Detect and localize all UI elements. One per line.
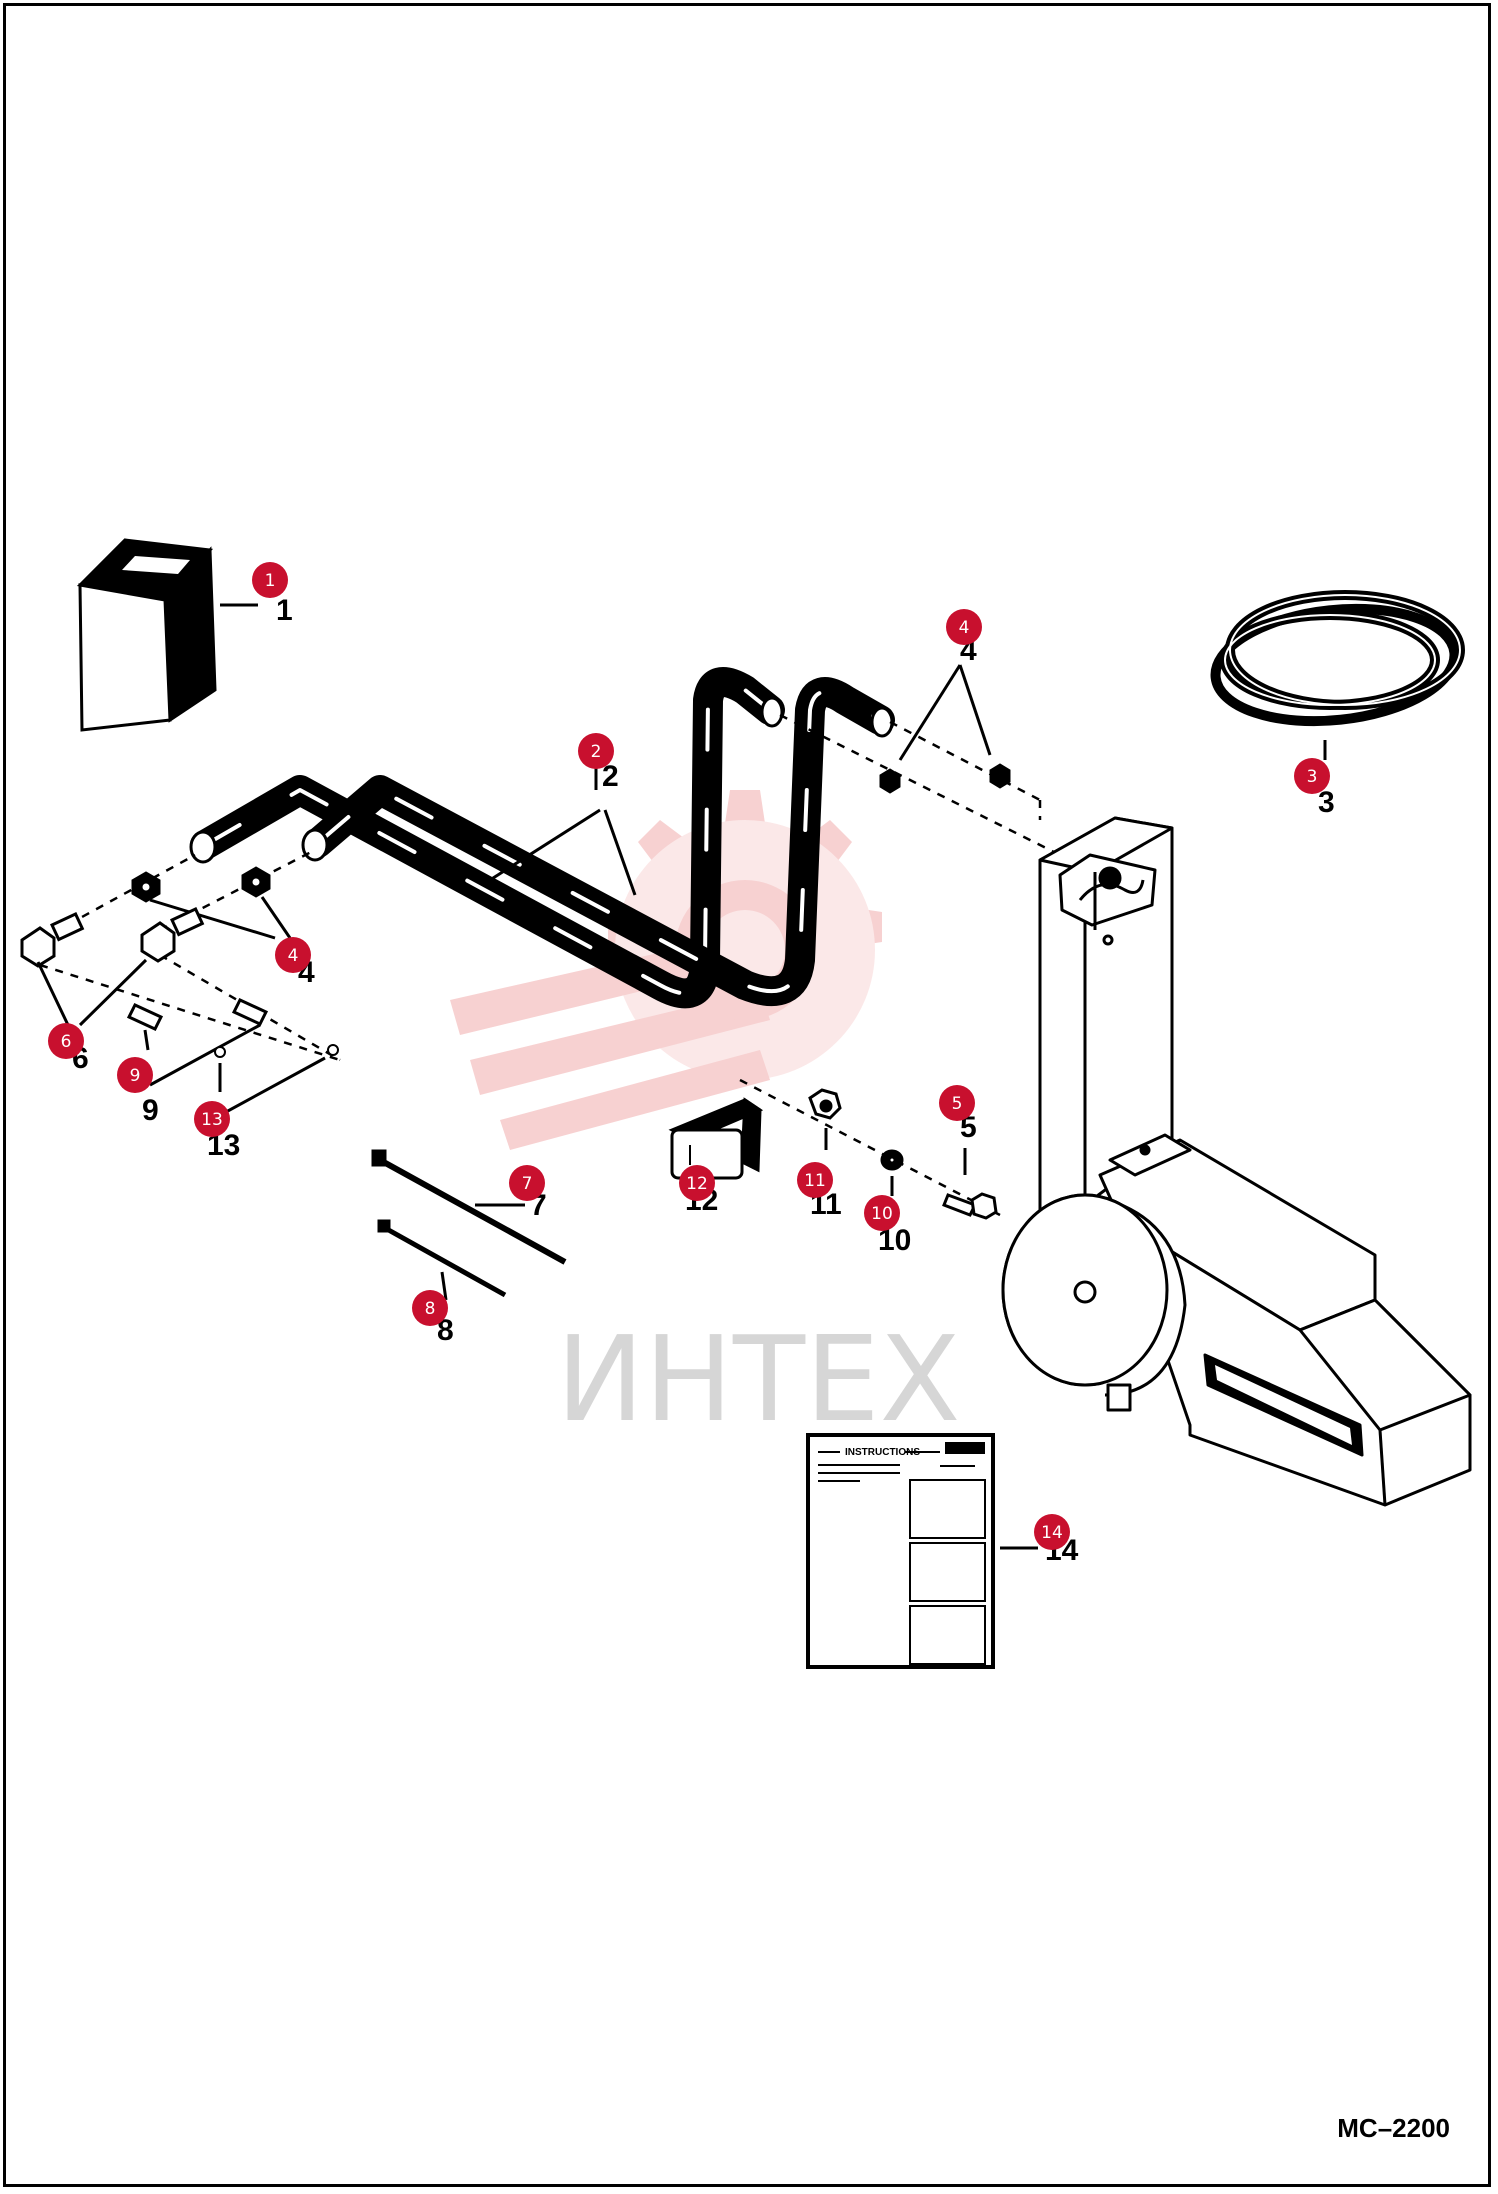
part-instruction-sheet: INSTRUCTIONS — [806, 1433, 995, 1669]
part-hoses — [190, 667, 895, 1009]
printed-number-2: 2 — [602, 760, 619, 793]
callout-4-left[interactable]: 4 — [275, 937, 311, 973]
callout-10-label: 10 — [871, 1204, 893, 1224]
part-nut — [808, 1088, 842, 1120]
leader-6 — [36, 958, 148, 1027]
callout-4-right-label: 4 — [959, 618, 970, 638]
part-bolt — [942, 1192, 998, 1220]
part-elbows — [20, 907, 205, 968]
leader-4-left — [149, 896, 292, 940]
callout-10[interactable]: 10 — [864, 1195, 900, 1231]
callout-7-label: 7 — [522, 1174, 533, 1194]
callout-5[interactable]: 5 — [939, 1085, 975, 1121]
printed-number-9: 9 — [142, 1094, 159, 1127]
callout-4-left-label: 4 — [288, 946, 299, 966]
callout-13[interactable]: 13 — [194, 1101, 230, 1137]
callout-8[interactable]: 8 — [412, 1290, 448, 1326]
callout-3-label: 3 — [1307, 767, 1318, 787]
page-border — [3, 3, 1491, 2187]
callout-9-label: 9 — [130, 1066, 141, 1086]
watermark-text: ИНТЕХ — [556, 1310, 960, 1448]
part-caps — [214, 1044, 339, 1058]
callout-1-label: 1 — [265, 571, 276, 591]
callout-14-label: 14 — [1041, 1523, 1063, 1543]
leader-8 — [440, 1271, 448, 1301]
leader-2 — [489, 765, 637, 896]
part-washer — [880, 1149, 904, 1171]
callout-7[interactable]: 7 — [509, 1165, 545, 1201]
callout-6-label: 6 — [61, 1032, 72, 1052]
callout-3[interactable]: 3 — [1294, 758, 1330, 794]
callout-9[interactable]: 9 — [117, 1057, 153, 1093]
part-bracket — [668, 1097, 764, 1180]
leader-9 — [143, 1023, 261, 1087]
part-fitting-4-left — [131, 866, 271, 903]
assembly-lines — [39, 713, 1071, 1217]
part-cable-ties — [371, 1149, 567, 1298]
callout-11[interactable]: 11 — [797, 1162, 833, 1198]
printed-number-8: 8 — [437, 1314, 454, 1347]
leader-4-right — [898, 664, 992, 761]
callout-markers: 1 2 3 4 4 5 6 7 8 9 10 11 12 13 14 — [48, 562, 1330, 1550]
callout-1[interactable]: 1 — [252, 562, 288, 598]
callout-2[interactable]: 2 — [578, 733, 614, 769]
part-mounting-frame — [1001, 816, 1472, 1507]
figure-code: MC–2200 — [1337, 2113, 1450, 2143]
callout-11-label: 11 — [804, 1171, 826, 1191]
part-fitting-4-right — [879, 763, 1011, 794]
callout-6[interactable]: 6 — [48, 1023, 84, 1059]
callout-12-label: 12 — [686, 1174, 708, 1194]
callout-8-label: 8 — [425, 1299, 436, 1319]
leader-13 — [214, 1056, 326, 1120]
printed-number-1: 1 — [276, 594, 293, 627]
part-box — [76, 538, 217, 732]
printed-number-3: 3 — [1318, 786, 1335, 819]
instruction-sheet-heading: INSTRUCTIONS — [845, 1447, 920, 1458]
callout-14[interactable]: 14 — [1034, 1514, 1070, 1550]
callout-5-label: 5 — [952, 1094, 963, 1114]
callout-4-right[interactable]: 4 — [946, 609, 982, 645]
callout-12[interactable]: 12 — [679, 1165, 715, 1201]
callout-2-label: 2 — [591, 742, 602, 762]
callout-13-label: 13 — [201, 1110, 223, 1130]
part-adapters — [126, 998, 269, 1031]
